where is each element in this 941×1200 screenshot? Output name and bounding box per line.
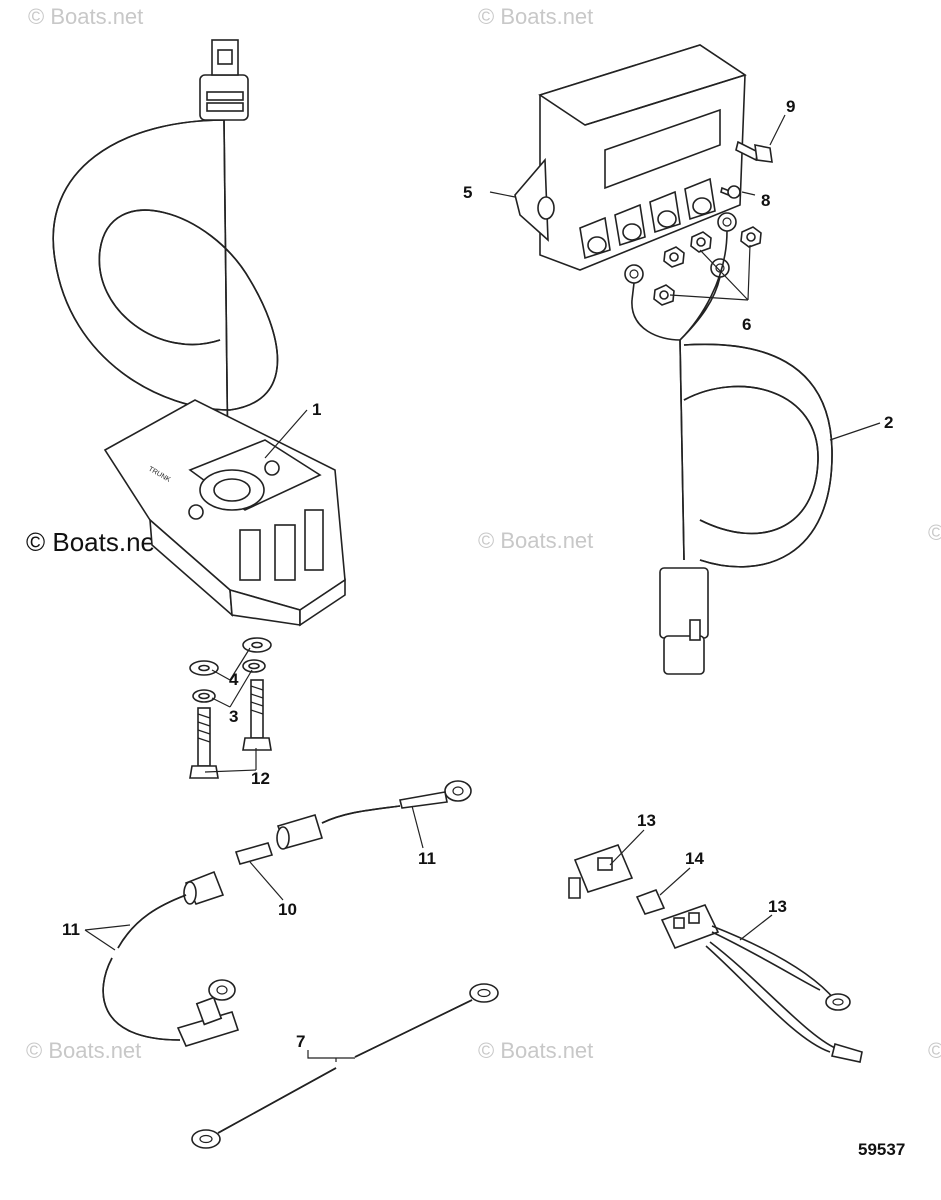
callout-13-sensor: 13 — [637, 811, 656, 830]
callout-13-harness: 13 — [768, 897, 787, 916]
ground-straps — [191, 983, 499, 1149]
callout-4: 4 — [229, 670, 239, 689]
bracket-harness-assembly: TRUNK — [52, 39, 346, 627]
callout-5: 5 — [463, 183, 472, 202]
watermark-edge-right-bottom: © — [928, 1038, 941, 1063]
callout-10: 10 — [278, 900, 297, 919]
callout-7: 7 — [296, 1032, 305, 1051]
callout-14: 14 — [685, 849, 704, 868]
watermark-mid-left: © Boats.net — [26, 527, 163, 557]
leader-lines — [84, 114, 881, 1062]
watermark-top-left: © Boats.net — [28, 4, 143, 29]
module-screws — [720, 140, 773, 199]
callout-2: 2 — [884, 413, 893, 432]
module-harness — [624, 212, 833, 675]
watermark-mid-center: © Boats.net — [478, 528, 593, 553]
watermark-top-center: © Boats.net — [478, 4, 593, 29]
watermark-bottom-left: © Boats.net — [26, 1038, 141, 1063]
control-module — [514, 44, 747, 271]
callout-6: 6 — [742, 315, 751, 334]
watermark-edge-right-mid: © — [928, 520, 941, 545]
callout-3: 3 — [229, 707, 238, 726]
callout-8: 8 — [761, 191, 770, 210]
terminal-nuts — [653, 226, 762, 306]
callout-11-lower: 11 — [62, 920, 80, 939]
fuse-harness — [102, 780, 472, 1047]
callout-1: 1 — [312, 400, 321, 419]
callout-12: 12 — [251, 769, 270, 788]
watermark-bottom-center: © Boats.net — [478, 1038, 593, 1063]
callout-9: 9 — [786, 97, 795, 116]
sensor-kit — [568, 843, 863, 1063]
callout-11-upper: 11 — [418, 849, 436, 868]
figure-number: 59537 — [858, 1140, 905, 1159]
